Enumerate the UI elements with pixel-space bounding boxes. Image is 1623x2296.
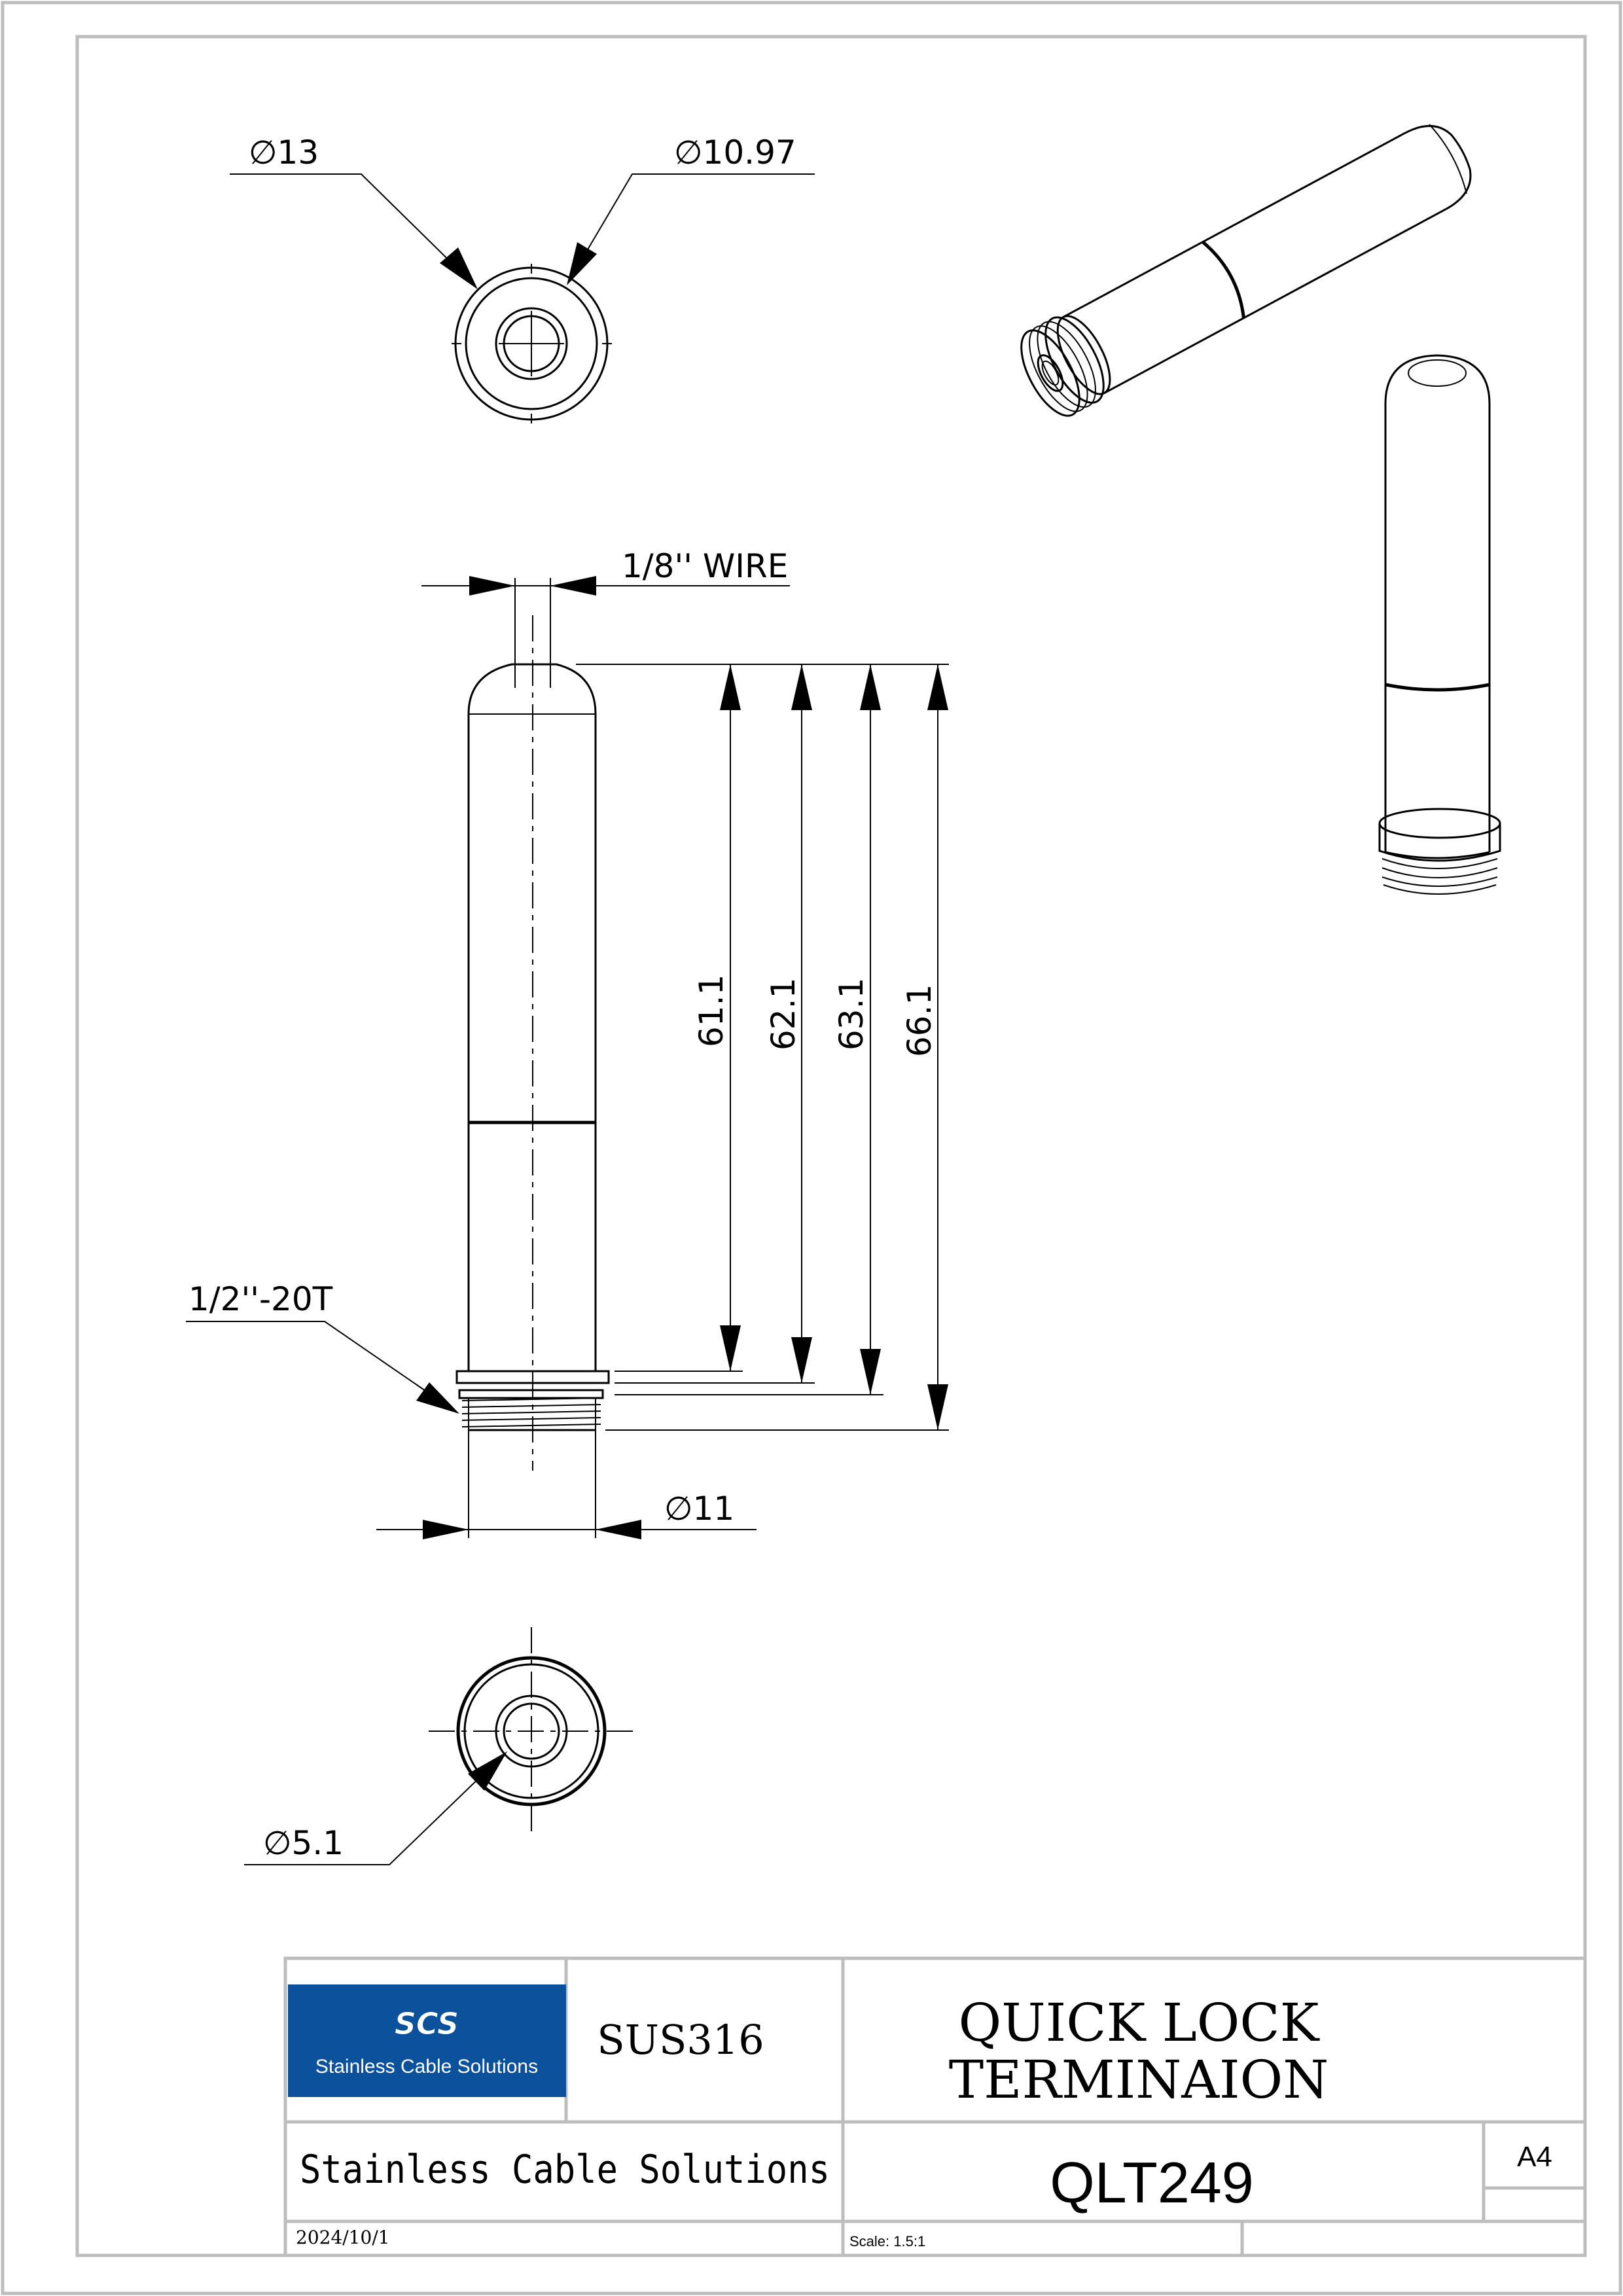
dimension-61-1: 61.1	[692, 664, 741, 1371]
isometric-view-diagonal	[1020, 124, 1472, 417]
isometric-view-vertical	[1378, 354, 1501, 895]
company-name: Stainless Cable Solutions	[300, 2147, 830, 2193]
drawing-date: 2024/10/1	[296, 2227, 390, 2248]
top-view: ∅13 ∅10.97	[230, 134, 815, 423]
svg-text:63.1: 63.1	[832, 978, 870, 1050]
svg-text:66.1: 66.1	[901, 984, 938, 1057]
wire-size-label: 1/8'' WIRE	[622, 547, 788, 585]
title-block: SCS Stainless Cable Solutions SUS316 QUI…	[283, 1956, 1587, 2257]
dimension-63-1: 63.1	[832, 664, 881, 1395]
dimension-62-1: 62.1	[764, 664, 812, 1383]
title-line-2: TERMINAION	[949, 2049, 1329, 2110]
svg-text:SCS: SCS	[395, 2006, 459, 2041]
sheet-size: A4	[1517, 2141, 1552, 2173]
material-label: SUS316	[597, 2016, 764, 2064]
dimension-66-1: 66.1	[901, 664, 948, 1430]
top-inner-diameter-label: ∅10.97	[674, 134, 796, 171]
top-outer-diameter-label: ∅13	[249, 134, 319, 171]
svg-text:Stainless Cable Solutions: Stainless Cable Solutions	[315, 2056, 538, 2077]
thread-label: 1/2''-20T	[188, 1280, 333, 1318]
bottom-view: ∅5.1	[244, 1627, 635, 1865]
part-number: QLT249	[1050, 2150, 1253, 2215]
bore-diameter-label: ∅5.1	[263, 1824, 344, 1862]
company-logo: SCS Stainless Cable Solutions	[288, 1984, 566, 2097]
body-diameter-label: ∅11	[664, 1490, 734, 1528]
drawing-scale: Scale: 1.5:1	[849, 2233, 925, 2250]
side-view: 1/8'' WIRE 61.1 62.1 63.1 66.1	[186, 547, 949, 1539]
title-line-1: QUICK LOCK	[959, 1992, 1320, 2053]
drawing-frame	[75, 35, 1587, 2257]
svg-text:61.1: 61.1	[692, 975, 730, 1047]
svg-text:62.1: 62.1	[764, 978, 802, 1050]
